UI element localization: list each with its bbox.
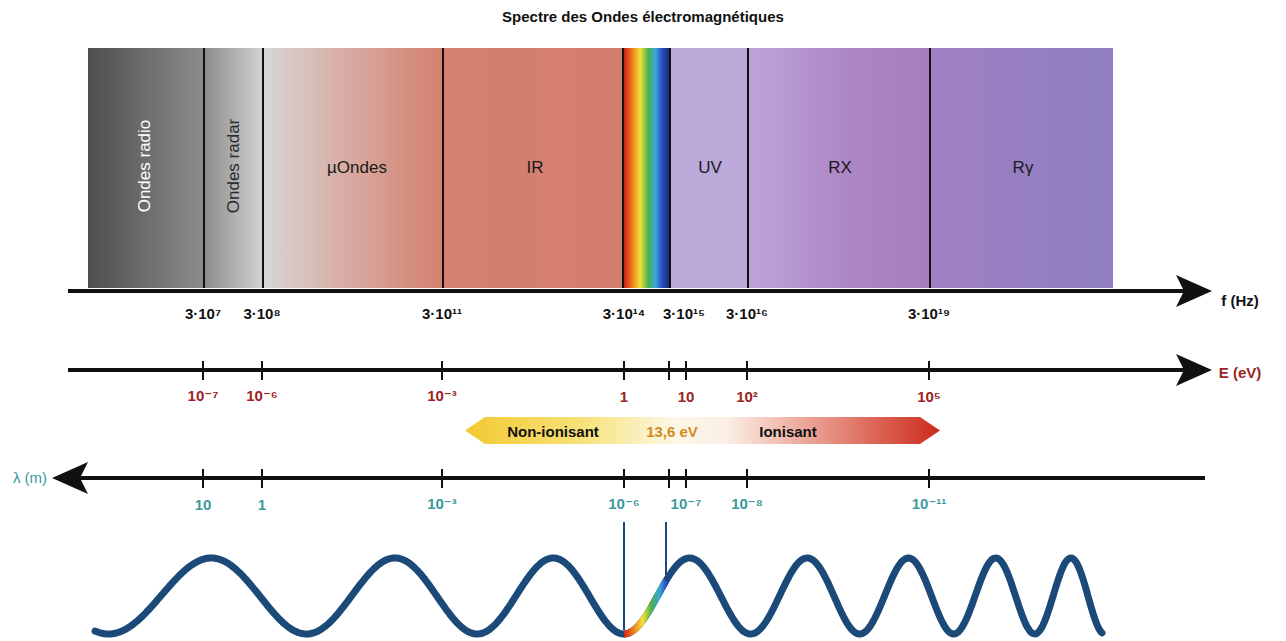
tick-label: 3·10¹⁴	[603, 305, 645, 322]
band-label: µOndes	[327, 158, 387, 178]
tick-label: 10⁻¹¹	[912, 495, 947, 513]
tick-label: 10⁻⁸	[731, 495, 763, 513]
ionisation-label: Ionisant	[759, 422, 817, 439]
spectrum-band: Ondes radar	[203, 48, 262, 288]
marker-line	[623, 522, 625, 630]
band-label: Ondes radio	[135, 120, 155, 213]
tick-label: 10⁻⁷	[188, 387, 219, 405]
tick-label: 10²	[736, 388, 758, 405]
tick-label: 3·10⁷	[185, 305, 221, 322]
tick-label: 10	[678, 388, 695, 405]
marker-line	[665, 522, 667, 575]
tick-label: 10⁻⁶	[246, 387, 278, 405]
tick-label: 3·10¹⁵	[663, 305, 705, 322]
visible-band	[624, 48, 669, 288]
tick-label: 1	[258, 496, 266, 513]
wavelength-axis	[52, 462, 1205, 494]
band-label: UV	[698, 158, 722, 178]
tick-label: 10⁻³	[427, 387, 457, 405]
tick-label: 10⁻⁶	[608, 495, 640, 513]
tick-label: 3·10¹¹	[422, 305, 462, 322]
band-label: Ondes radar	[224, 119, 244, 214]
diagram-title: Spectre des Ondes électromagnétiques	[0, 8, 1286, 25]
band-label: RX	[828, 158, 852, 178]
band-label: IR	[527, 158, 544, 178]
spectrum-band: µOndes	[262, 48, 442, 288]
tick-label: 3·10¹⁶	[726, 305, 768, 322]
ionisation-label: 13,6 eV	[646, 422, 698, 439]
tick-label: 10⁵	[917, 388, 941, 405]
ionisation-label: Non-ionisant	[507, 422, 599, 439]
tick-label: 10⁻⁷	[671, 495, 702, 513]
wave-visible-part	[624, 581, 666, 634]
energy-axis	[68, 354, 1212, 386]
axis-name: f (Hz)	[1221, 292, 1259, 309]
spectrum-band: UV	[669, 48, 747, 288]
spectrum-band: Ondes radio	[88, 48, 203, 288]
spectrum-band: RX	[747, 48, 929, 288]
ionisation-arrow: Non-ionisant 13,6 eV Ionisant	[465, 417, 940, 444]
band-label: Rγ	[1013, 158, 1034, 178]
tick-label: 3·10¹⁹	[908, 305, 950, 322]
tick-label: 10⁻³	[427, 495, 457, 513]
wave-curve	[95, 558, 1102, 634]
tick-label: 3·10⁸	[243, 305, 280, 322]
axis-name: E (eV)	[1219, 364, 1262, 381]
spectrum-band: IR	[442, 48, 624, 288]
axis-name: λ (m)	[13, 469, 47, 486]
tick-label: 1	[620, 388, 628, 405]
tick-label: 10	[195, 496, 212, 513]
spectrum-band: Rγ	[929, 48, 1113, 288]
